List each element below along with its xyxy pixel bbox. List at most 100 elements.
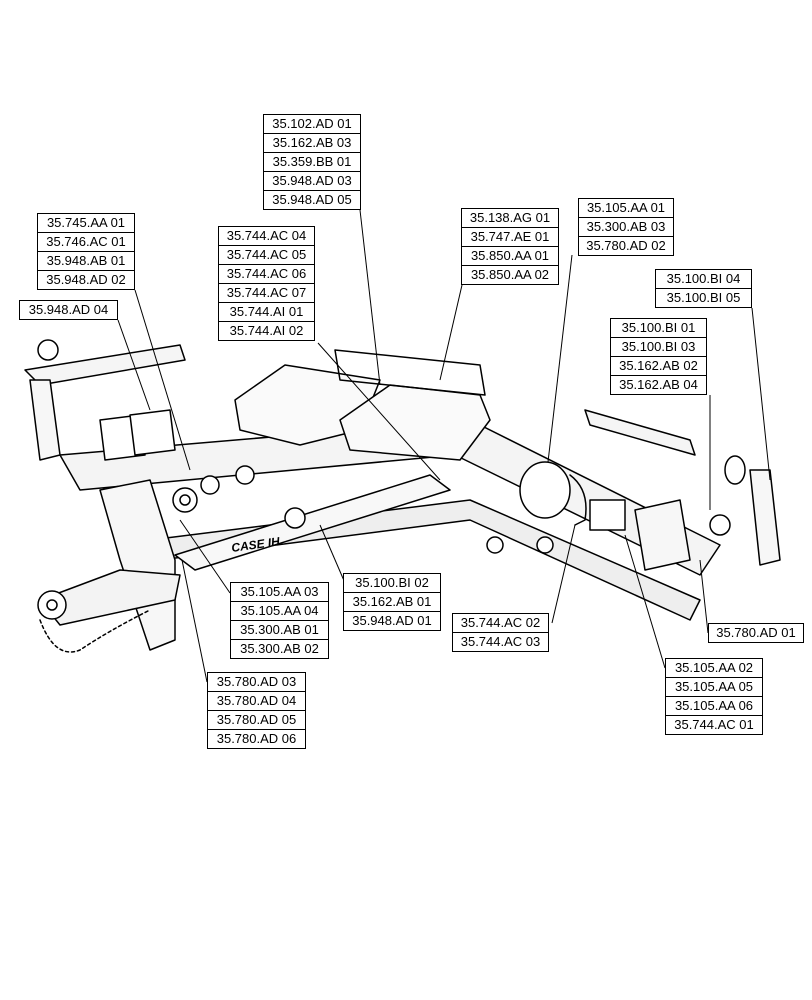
leader-lines <box>117 209 771 683</box>
leader-c1 <box>359 209 381 386</box>
part-code[interactable]: 35.359.BB 01 <box>264 152 360 171</box>
toolbar-diagonal-brace <box>174 474 451 571</box>
part-code[interactable]: 35.744.AC 01 <box>666 715 762 734</box>
spring-coil-right <box>200 475 220 495</box>
part-code[interactable]: 35.138.AG 01 <box>469 210 551 225</box>
part-code[interactable]: 35.780.AD 04 <box>208 691 305 710</box>
right-vertical-post <box>749 469 781 566</box>
safety-chain <box>39 609 151 653</box>
part-code[interactable]: 35.100.BI 03 <box>611 337 706 356</box>
right-coil-2 <box>486 536 504 554</box>
hitch-pin-ring <box>37 590 67 620</box>
part-code[interactable]: 35.780.AD 05 <box>208 710 305 729</box>
part-code[interactable]: 35.948.AD 05 <box>264 190 360 209</box>
leader-c11 <box>551 524 576 624</box>
part-code[interactable]: 35.948.AD 01 <box>344 611 440 630</box>
part-code[interactable]: 35.948.AD 02 <box>38 270 134 289</box>
leader-c3 <box>117 319 151 411</box>
right-upper-arm <box>584 409 696 456</box>
case-ih-logo: CASE IH <box>230 534 280 555</box>
bracket-left-2 <box>129 409 176 456</box>
part-code[interactable]: 35.780.AD 01 <box>716 625 796 640</box>
part-code[interactable]: 35.780.AD 02 <box>579 236 673 255</box>
part-code[interactable]: 35.780.AD 03 <box>216 674 297 689</box>
hitch-arm <box>39 569 181 626</box>
bearing-left <box>172 487 198 513</box>
right-wheel-disc <box>724 455 746 485</box>
part-code[interactable]: 35.100.BI 05 <box>656 288 751 307</box>
part-code[interactable]: 35.100.BI 01 <box>621 320 696 335</box>
right-hose <box>569 474 587 526</box>
part-code[interactable]: 35.948.AD 03 <box>264 171 360 190</box>
spring-coil-left <box>235 465 255 485</box>
part-code[interactable]: 35.102.AD 01 <box>272 116 352 131</box>
left-frame-plate <box>99 479 176 651</box>
part-code[interactable]: 35.162.AB 01 <box>344 592 440 611</box>
part-code[interactable]: 35.300.AB 01 <box>231 620 328 639</box>
part-code[interactable]: 35.744.AC 07 <box>219 283 314 302</box>
part-code[interactable]: 35.100.BI 02 <box>355 575 429 590</box>
part-code[interactable]: 35.744.AC 05 <box>219 245 314 264</box>
hopper-rail <box>334 349 486 396</box>
leader-c9 <box>179 519 231 594</box>
callout-c3: 35.948.AD 04 <box>19 300 118 320</box>
hitch-ring-inner <box>46 599 58 611</box>
part-code[interactable]: 35.744.AC 02 <box>460 615 541 630</box>
part-code[interactable]: 35.100.BI 04 <box>666 271 741 286</box>
callout-c7: 35.100.BI 04 35.100.BI 05 <box>655 269 752 308</box>
right-roller <box>709 514 731 536</box>
leader-c14 <box>181 559 208 683</box>
part-code[interactable]: 35.747.AE 01 <box>462 227 558 246</box>
leader-c13 <box>624 534 666 669</box>
center-roller <box>284 507 306 529</box>
part-code[interactable]: 35.105.AA 04 <box>231 601 328 620</box>
part-code[interactable]: 35.105.AA 03 <box>240 584 319 599</box>
leader-c5 <box>439 284 463 381</box>
part-code[interactable]: 35.162.AB 02 <box>611 356 706 375</box>
leader-c12 <box>699 559 709 634</box>
part-code[interactable]: 35.948.AB 01 <box>38 251 134 270</box>
part-code[interactable]: 35.850.AA 01 <box>462 246 558 265</box>
part-code[interactable]: 35.162.AB 03 <box>264 133 360 152</box>
leader-c4 <box>317 342 441 481</box>
right-coil <box>536 536 554 554</box>
part-code[interactable]: 35.744.AC 04 <box>226 228 307 243</box>
leader-c2 <box>134 289 191 471</box>
part-code[interactable]: 35.105.AA 06 <box>666 696 762 715</box>
right-frame-plate <box>634 499 691 571</box>
part-code[interactable]: 35.948.AD 04 <box>28 302 109 317</box>
right-bracket <box>589 499 626 531</box>
leader-c6 <box>547 254 573 463</box>
left-wheel-disc <box>37 339 59 361</box>
part-code[interactable]: 35.850.AA 02 <box>462 265 558 284</box>
part-code[interactable]: 35.744.AI 01 <box>219 302 314 321</box>
part-code[interactable]: 35.744.AI 02 <box>219 321 314 340</box>
part-code[interactable]: 35.105.AA 01 <box>586 200 666 215</box>
part-code[interactable]: 35.744.AC 03 <box>453 632 548 651</box>
callout-c12: 35.780.AD 01 <box>708 623 804 643</box>
part-code[interactable]: 35.300.AB 02 <box>231 639 328 658</box>
part-code[interactable]: 35.105.AA 02 <box>674 660 754 675</box>
left-vertical-post <box>29 379 61 461</box>
callout-c11: 35.744.AC 02 35.744.AC 03 <box>452 613 549 652</box>
part-code[interactable]: 35.746.AC 01 <box>38 232 134 251</box>
leader-c7 <box>751 307 771 481</box>
right-disc <box>519 461 571 519</box>
part-code[interactable]: 35.744.AC 06 <box>219 264 314 283</box>
part-code[interactable]: 35.780.AD 06 <box>208 729 305 748</box>
part-code[interactable]: 35.300.AB 03 <box>579 217 673 236</box>
part-code[interactable]: 35.745.AA 01 <box>46 215 126 230</box>
part-code[interactable]: 35.105.AA 05 <box>666 677 762 696</box>
part-code[interactable]: 35.162.AB 04 <box>611 375 706 394</box>
leader-c10 <box>319 524 346 584</box>
